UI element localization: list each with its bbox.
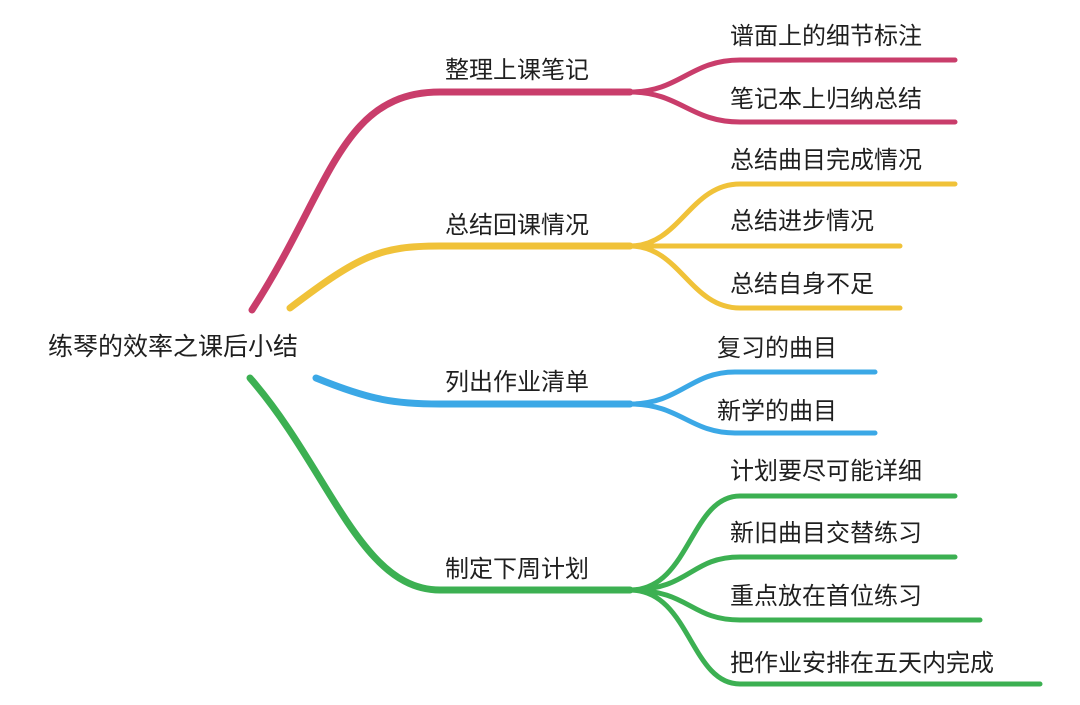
branch-2-leaf-3: 总结自身不足 — [730, 270, 874, 298]
branch-2-leaf-2: 总结进步情况 — [730, 207, 874, 235]
branch-3-connector — [312, 374, 634, 408]
branch-3-leaf-2-connector — [627, 401, 878, 436]
root-topic: 练琴的效率之课后小结 — [48, 332, 298, 361]
branch-2-connector — [286, 242, 634, 312]
branch-4-connector — [246, 374, 634, 594]
branch-4-label: 制定下周计划 — [445, 555, 589, 583]
branch-1-leaf-1: 谱面上的细节标注 — [730, 22, 922, 50]
branch-3-leaf-1: 复习的曲目 — [717, 334, 837, 362]
branch-4-leaf-2-connector — [627, 554, 958, 593]
branch-1-label: 整理上课笔记 — [445, 56, 589, 84]
branch-2-leaf-1: 总结曲目完成情况 — [730, 146, 922, 174]
branch-3-leaf-1-connector — [627, 369, 878, 407]
branch-2-leaf-3-connector — [627, 243, 903, 311]
branch-3-label: 列出作业清单 — [445, 368, 589, 396]
branch-4-leaf-4: 把作业安排在五天内完成 — [730, 649, 994, 677]
branch-2-leaf-1-connector — [627, 181, 958, 249]
branch-1-connector — [248, 88, 634, 314]
edge-layer — [246, 57, 1043, 687]
branch-4-leaf-3: 重点放在首位练习 — [730, 582, 922, 610]
branch-4-leaf-1: 计划要尽可能详细 — [730, 457, 922, 485]
branch-1-leaf-1-connector — [627, 57, 958, 95]
branch-1-leaf-2: 笔记本上归纳总结 — [730, 85, 922, 113]
branch-4-leaf-1-connector — [627, 493, 958, 593]
branch-4-leaf-4-connector — [627, 587, 1043, 687]
branch-3-leaf-2: 新学的曲目 — [717, 397, 837, 425]
branch-4-leaf-2: 新旧曲目交替练习 — [730, 519, 922, 547]
branch-1-leaf-2-connector — [627, 89, 958, 125]
branch-2-label: 总结回课情况 — [445, 211, 589, 239]
